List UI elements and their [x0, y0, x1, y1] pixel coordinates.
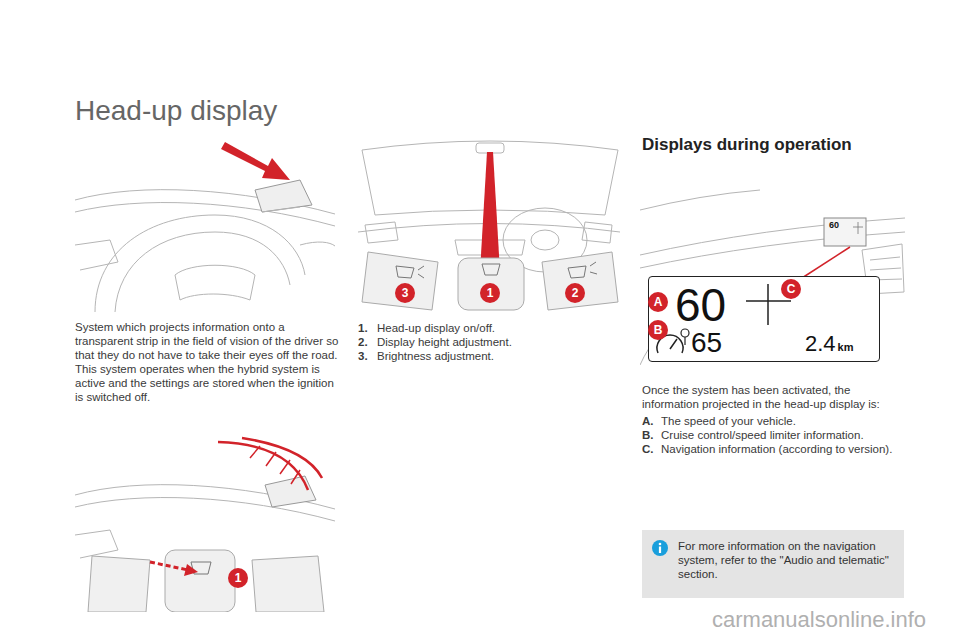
- list-text: Display height adjustment.: [377, 335, 620, 349]
- callout-number: 1: [480, 283, 500, 303]
- info-note: For more information on the navigation s…: [642, 530, 904, 598]
- inset-speed: 60: [829, 221, 839, 230]
- text-column: System which projects information onto a…: [75, 320, 343, 404]
- list-number: 2.: [358, 335, 377, 349]
- list-letter: C.: [642, 442, 661, 456]
- hud-inset: [824, 218, 866, 246]
- section-heading: Displays during operation: [642, 135, 852, 155]
- text-block: System which projects information onto a…: [75, 320, 343, 362]
- inset-icon: [853, 222, 863, 234]
- watermark: carmanualsonline.info: [712, 608, 926, 632]
- switch-panels: [362, 252, 618, 310]
- setpoint-value: 65: [691, 329, 722, 357]
- tilt-arcs: [218, 438, 322, 490]
- text-block: Once the system has been activated, the …: [642, 383, 904, 411]
- list-row: 1.Head-up display on/off.: [358, 321, 620, 335]
- distance-unit: km: [838, 342, 854, 353]
- list-text: The speed of your vehicle.: [661, 414, 904, 428]
- distance-value: 2.4: [805, 333, 836, 355]
- list-letter: B.: [642, 428, 661, 442]
- speed-value: 60: [675, 282, 726, 328]
- leader-line: [802, 247, 850, 278]
- text-block: This system operates when the hybrid sys…: [75, 362, 343, 404]
- text-column: 1.Head-up display on/off.2.Display heigh…: [358, 321, 620, 363]
- list-text: Head-up display on/off.: [377, 321, 620, 335]
- body-text: This system operates when the hybrid sys…: [75, 362, 343, 404]
- list-row: C.Navigation information (according to v…: [642, 442, 904, 456]
- list-row: 3.Brightness adjustment.: [358, 349, 620, 363]
- list-text: Navigation information (according to ver…: [661, 442, 904, 456]
- arrow-head: [184, 564, 198, 576]
- interior-sketch: [358, 141, 620, 272]
- text-column: Once the system has been activated, the …: [642, 383, 904, 456]
- note-text: For more information on the navigation s…: [678, 539, 892, 581]
- list-row: A.The speed of your vehicle.: [642, 414, 904, 428]
- list-letter: A.: [642, 414, 661, 428]
- dashed-arrow: [150, 562, 188, 570]
- list-text: Brightness adjustment.: [377, 349, 620, 363]
- list-number: 1.: [358, 321, 377, 335]
- hud-display-panel: 6065 2.4km: [648, 276, 880, 362]
- dashboard-sketch: [640, 190, 905, 365]
- red-arrow: [221, 142, 290, 180]
- adjustment-sketch: [75, 476, 335, 612]
- list-text: Cruise control/speed limiter information…: [661, 428, 904, 442]
- body-text: System which projects information onto a…: [75, 320, 343, 362]
- callout-number: 2: [565, 283, 585, 303]
- callout-letter: C: [781, 279, 801, 299]
- list-row: 2.Display height adjustment.: [358, 335, 620, 349]
- page-title: Head-up display: [75, 95, 277, 127]
- callout-number: 3: [395, 283, 415, 303]
- list-number: 3.: [358, 349, 377, 363]
- list-row: B.Cruise control/speed limiter informati…: [642, 428, 904, 442]
- body-text: Once the system has been activated, the …: [642, 383, 904, 411]
- callout-letter: A: [648, 292, 668, 312]
- projection-beam: [480, 152, 500, 272]
- callout-letter: B: [648, 320, 668, 340]
- callout-number: 1: [228, 568, 248, 588]
- dashboard-sketch: [75, 180, 335, 312]
